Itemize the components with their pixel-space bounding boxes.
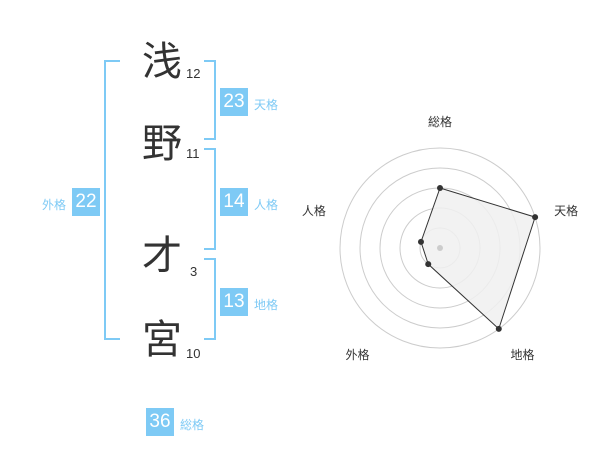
chikaku-value: 13	[220, 288, 248, 316]
radar-center-dot	[437, 245, 443, 251]
name-char-4: 宮	[142, 317, 182, 363]
jinkaku-bracket	[204, 148, 216, 250]
stroke-count-2: 11	[186, 146, 200, 161]
gaikaku-bracket	[104, 60, 120, 340]
radar-grid-ring	[359, 167, 521, 329]
chikaku-label: 地格	[254, 298, 279, 312]
radar-score-area	[420, 187, 536, 330]
stroke-count-4: 10	[186, 346, 201, 361]
jinkaku-label: 人格	[254, 198, 279, 212]
name-char-3: 才	[142, 233, 182, 279]
stroke-count-3: 3	[190, 264, 198, 279]
tenkaku-value: 23	[220, 88, 248, 116]
radar-axis-label: 外格	[345, 347, 369, 362]
gaikaku-value: 22	[72, 188, 100, 216]
radar-point-3	[495, 325, 502, 332]
tenkaku-label: 天格	[254, 98, 279, 112]
name-char-2: 野	[142, 121, 182, 167]
radar-point-4	[425, 261, 432, 268]
radar-axis-label: 人格	[302, 203, 326, 218]
radar-point-1	[437, 185, 443, 191]
soukaku-label: 総格	[180, 418, 205, 432]
gaikaku-label: 外格	[42, 198, 67, 212]
radar-point-5	[417, 238, 424, 245]
tenkaku-bracket	[204, 60, 216, 140]
jinkaku-value: 14	[220, 188, 248, 216]
radar-point-2	[532, 214, 539, 221]
radar-grid-ring	[399, 207, 481, 289]
radar-grid-ring	[419, 227, 461, 269]
stroke-count-1: 12	[186, 66, 201, 81]
radar-grid-ring	[379, 187, 501, 309]
radar-grid-ring	[339, 147, 541, 349]
radar-axis-label: 地格	[511, 347, 535, 362]
soukaku-value: 36	[146, 408, 174, 436]
radar-axis-label: 総格	[428, 114, 452, 129]
name-char-1: 浅	[142, 39, 182, 85]
radar-axis-label: 天格	[554, 203, 578, 218]
chikaku-bracket	[204, 258, 216, 340]
